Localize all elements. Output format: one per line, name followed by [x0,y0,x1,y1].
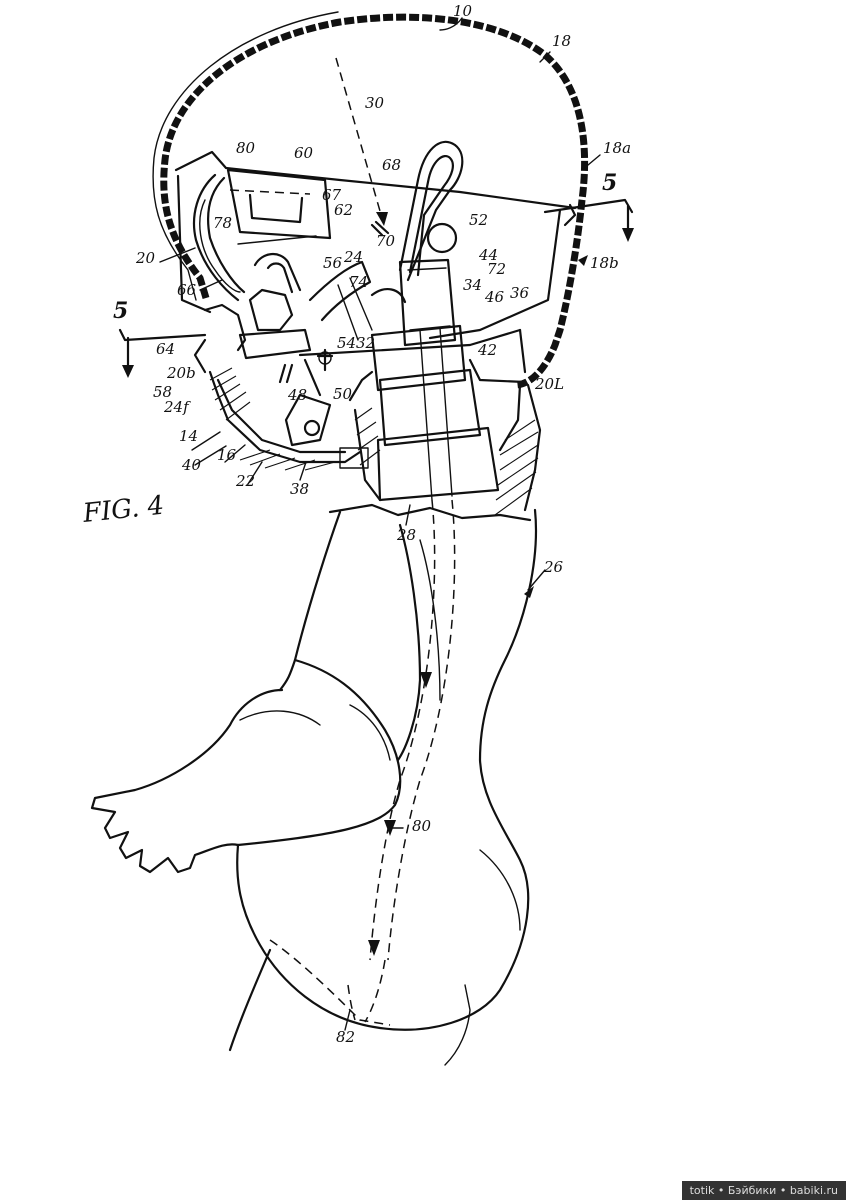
j-tube-valve [370,140,464,282]
internal-chamber [174,150,577,384]
label-56: 56 [323,254,343,272]
label-30: 30 [365,94,385,112]
label-80-top: 80 [236,139,256,157]
reservoir-assembly [192,168,332,302]
label-10: 10 [453,2,473,20]
label-64: 64 [156,340,175,358]
label-68: 68 [382,156,401,174]
label-80-body: 80 [412,817,432,835]
label-44: 44 [478,246,498,264]
axis-30-arrow [376,212,388,226]
label-50: 50 [333,385,353,403]
label-24: 24 [343,248,363,266]
label-52: 52 [469,211,488,229]
label-40: 40 [181,456,202,474]
label-24f: 24f [163,398,191,416]
label-67: 67 [322,186,342,204]
label-14: 14 [179,427,198,445]
label-20b: 20b [166,364,196,382]
doll-arm [90,658,402,874]
leader-lines [159,17,601,1031]
label-78: 78 [213,214,232,232]
section-marker-left: 5 [113,298,128,324]
label-36: 36 [510,284,530,302]
doll-torso [236,503,538,1031]
reference-labels: 10 18 18a 18b 30 80 60 68 67 62 78 52 70… [113,2,631,1046]
label-22: 22 [235,472,255,490]
label-46: 46 [484,288,505,306]
torso-shading [419,539,521,1066]
label-16: 16 [217,446,237,464]
label-74: 74 [349,273,368,291]
section-arrows [118,198,634,378]
label-28: 28 [396,526,416,544]
label-26: 26 [543,558,564,576]
label-62: 62 [334,201,353,219]
label-70: 70 [376,232,396,250]
hip-outline [228,939,391,1052]
label-34: 34 [463,276,482,294]
label-18: 18 [552,32,571,50]
label-42: 42 [477,341,497,359]
label-20: 20 [135,249,156,267]
figure-caption: FIG. 4 [81,491,166,529]
pump-cylinder [370,258,500,502]
label-60: 60 [294,144,314,162]
label-18a: 18a [603,139,631,157]
watermark-banner: totik • Бэйбики • babiki.ru [681,1181,846,1200]
label-32: 32 [356,334,375,352]
label-20l: 20L [534,375,564,393]
label-66: 66 [177,281,197,299]
lower-mouth-assembly [193,253,407,464]
head-shell [152,11,589,389]
label-38: 38 [290,480,309,498]
label-48: 48 [287,386,307,404]
axis-30-line [335,57,383,219]
section-marker-right: 5 [602,170,617,196]
neck-housing [348,370,542,516]
lower-left-hatch [209,367,369,471]
label-54: 54 [337,334,356,352]
label-72: 72 [487,260,506,278]
label-82: 82 [336,1028,355,1046]
label-18b: 18b [590,254,619,272]
label-58: 58 [153,383,172,401]
internal-tube-80 [347,499,456,1023]
